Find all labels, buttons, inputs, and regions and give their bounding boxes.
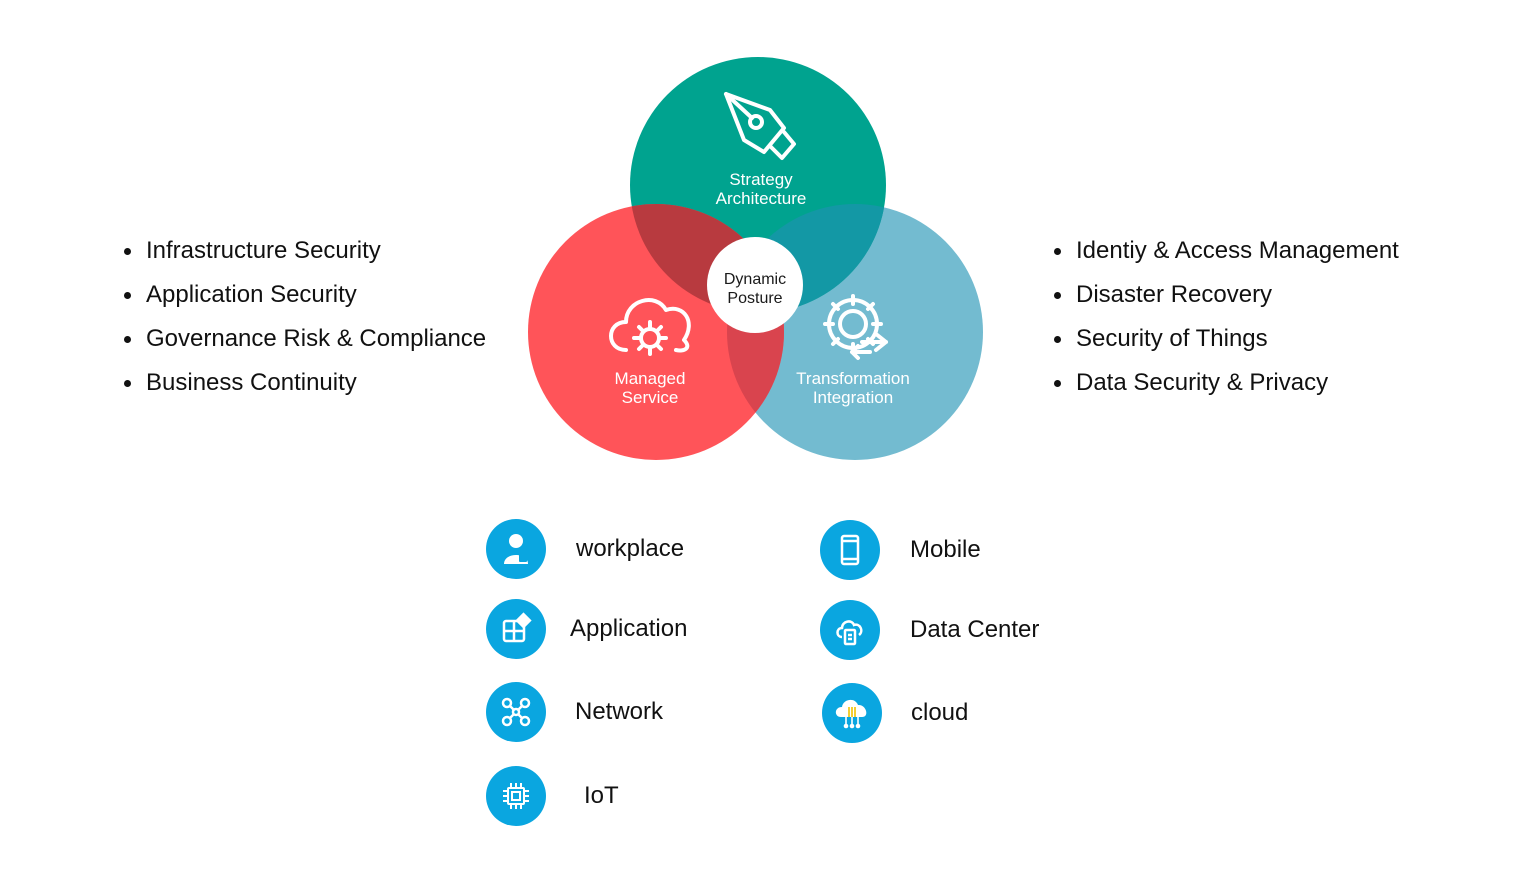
venn-diagram: Dynamic Posture Strategy Architecture Ma… (528, 57, 983, 460)
list-item: Security of Things (1054, 317, 1399, 361)
cloud-icon (822, 683, 882, 743)
list-item: Business Continuity (124, 361, 486, 405)
list-item: Identiy & Access Management (1054, 229, 1399, 273)
domain-network: Network (486, 682, 663, 742)
domain-iot: IoT (486, 766, 619, 826)
transformation-label-line2: Integration (813, 388, 893, 407)
list-item: Infrastructure Security (124, 229, 486, 273)
domain-label: Application (570, 615, 688, 642)
right-capability-list: Identiy & Access Management Disaster Rec… (1054, 229, 1399, 405)
gear-arrows-icon (823, 294, 888, 360)
left-capability-list: Infrastructure Security Application Secu… (124, 229, 486, 405)
pen-nib-icon (724, 92, 796, 160)
center-label-line2: Posture (727, 290, 782, 307)
domain-label: Data Center (910, 616, 1040, 643)
domain-cloud: cloud (822, 683, 968, 743)
mobile-phone-icon (820, 520, 880, 580)
center-circle (707, 237, 803, 333)
center-label-line1: Dynamic (724, 271, 786, 288)
cloud-gear-icon (609, 298, 691, 356)
managed-label-line2: Service (622, 388, 679, 407)
domain-label: cloud (911, 699, 969, 726)
domain-label: workplace (576, 535, 685, 562)
strategy-label-line2: Architecture (716, 189, 807, 208)
cloud-server-icon (820, 600, 880, 660)
domain-label: Network (575, 698, 664, 725)
user-icon (486, 519, 546, 579)
domain-label: Mobile (910, 536, 981, 563)
domain-data-center: Data Center (820, 600, 1039, 660)
chip-icon (486, 766, 546, 826)
transformation-label-line1: Transformation (796, 369, 910, 388)
strategy-label-line1: Strategy (729, 170, 793, 189)
network-nodes-icon (486, 682, 546, 742)
list-item: Data Security & Privacy (1054, 361, 1399, 405)
domain-workplace: workplace (486, 519, 684, 579)
domain-application: Application (486, 599, 687, 659)
application-grid-icon (486, 599, 546, 659)
managed-label-line1: Managed (615, 369, 686, 388)
list-item: Governance Risk & Compliance (124, 317, 486, 361)
domain-mobile: Mobile (820, 520, 981, 580)
domain-label: IoT (584, 782, 619, 809)
list-item: Application Security (124, 273, 486, 317)
list-item: Disaster Recovery (1054, 273, 1399, 317)
